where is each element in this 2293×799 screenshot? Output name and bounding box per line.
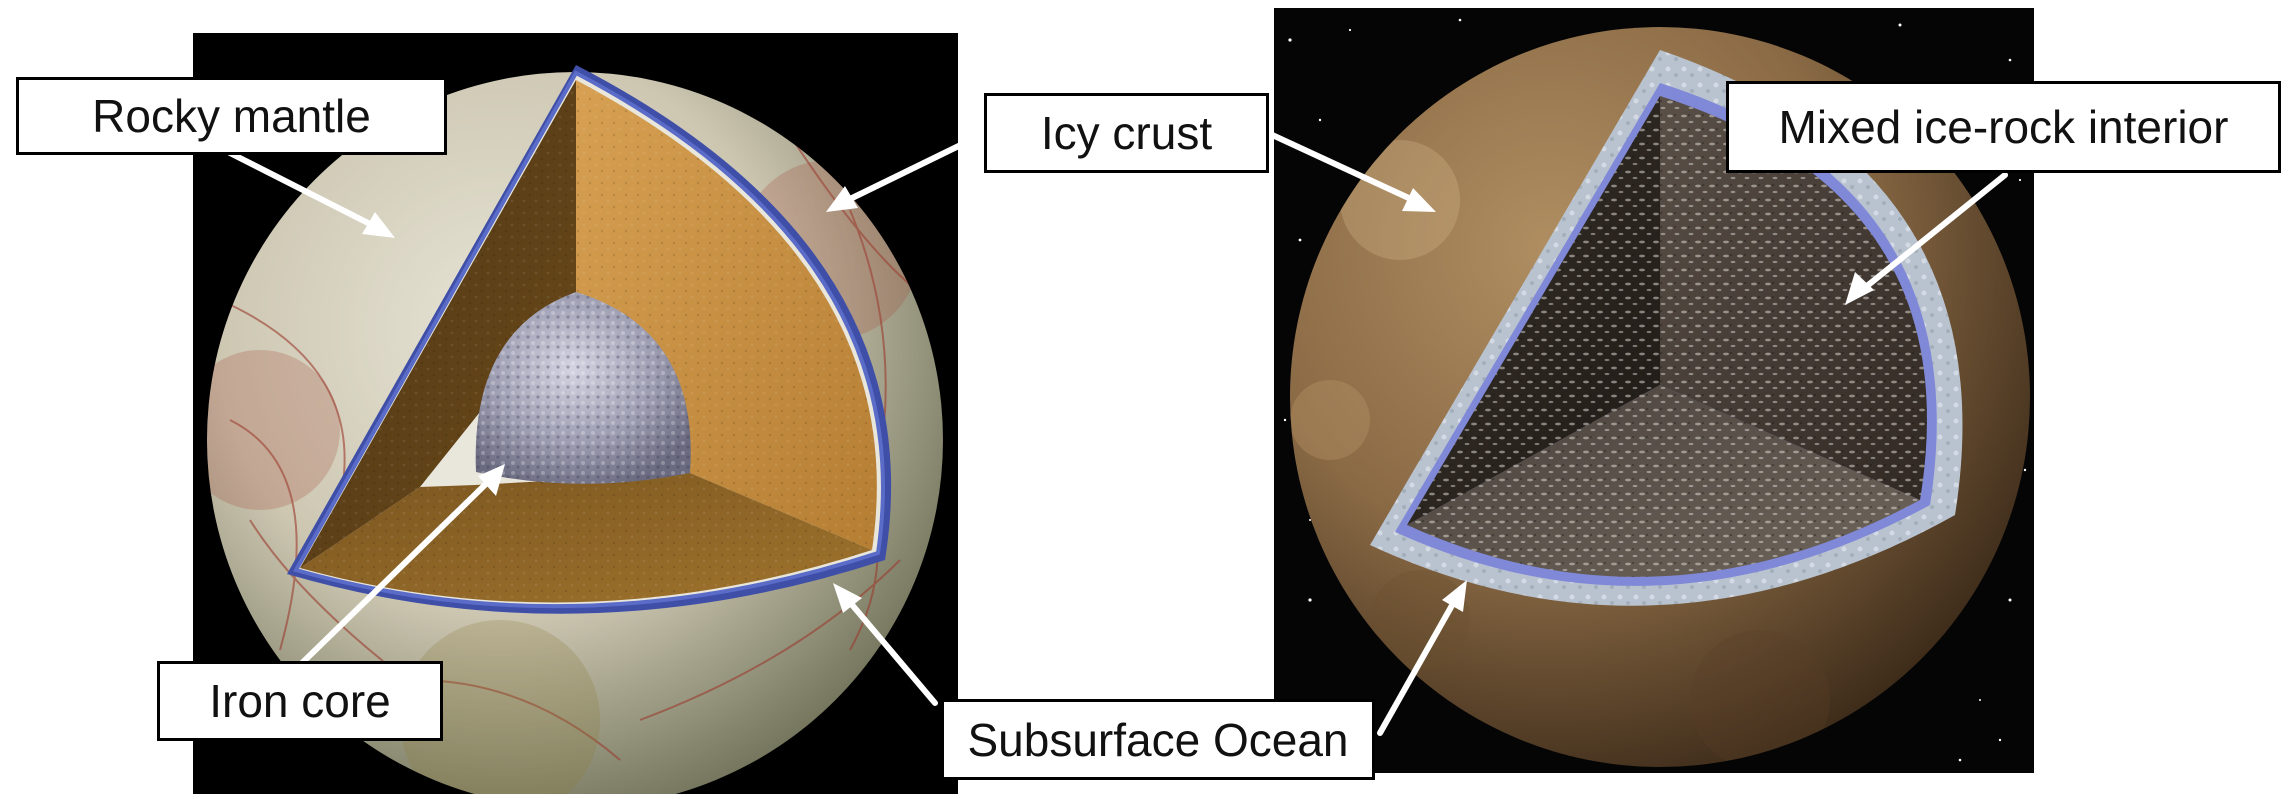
label-mixed-interior: Mixed ice-rock interior: [1726, 81, 2281, 173]
label-subsurface-ocean-text: Subsurface Ocean: [967, 713, 1348, 767]
label-iron-core-text: Iron core: [209, 674, 391, 728]
label-mixed-interior-text: Mixed ice-rock interior: [1779, 100, 2229, 154]
label-iron-core: Iron core: [157, 661, 443, 741]
label-icy-crust-text: Icy crust: [1041, 106, 1212, 160]
label-rocky-mantle: Rocky mantle: [16, 77, 447, 155]
label-rocky-mantle-text: Rocky mantle: [92, 89, 371, 143]
label-subsurface-ocean: Subsurface Ocean: [941, 699, 1375, 780]
label-icy-crust: Icy crust: [984, 93, 1269, 173]
